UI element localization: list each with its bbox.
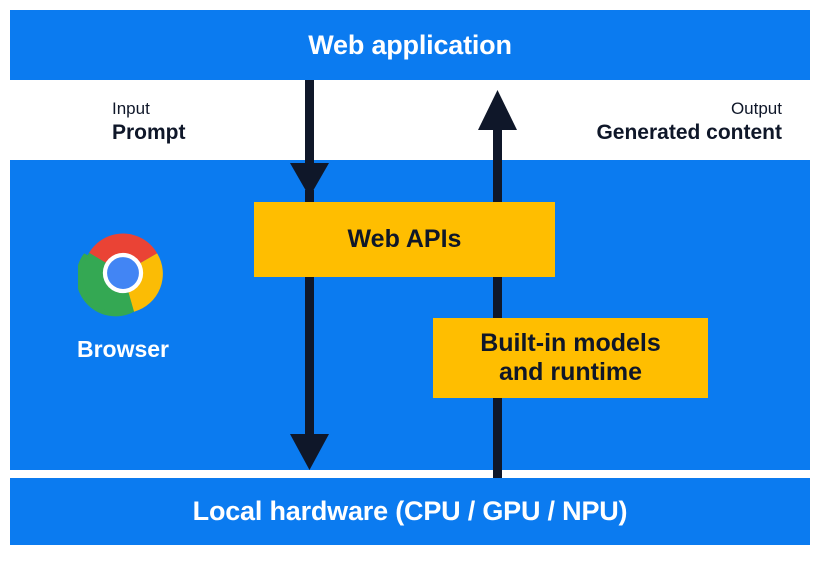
builtin-label-line-2: and runtime xyxy=(498,358,643,386)
flow-label-output: Output Generated content xyxy=(596,99,782,145)
box-web-apis[interactable]: Web APIs xyxy=(254,202,555,277)
web-apis-label: Web APIs xyxy=(347,224,462,253)
output-main: Generated content xyxy=(596,120,782,144)
input-main: Prompt xyxy=(112,120,186,144)
input-kicker: Input xyxy=(112,99,150,118)
chrome-logo-icon xyxy=(78,233,163,317)
layer-local-hardware: Local hardware (CPU / GPU / NPU) xyxy=(10,478,810,545)
box-built-in-models-and-runtime[interactable]: Built-in models and runtime xyxy=(433,318,708,398)
builtin-label-line-1: Built-in models xyxy=(480,328,661,357)
flow-label-input: Input Prompt xyxy=(112,99,186,145)
browser-label: Browser xyxy=(76,336,170,362)
layer-web-application: Web application xyxy=(10,10,810,80)
local-hardware-label: Local hardware (CPU / GPU / NPU) xyxy=(192,496,628,526)
web-application-label: Web application xyxy=(308,29,512,60)
output-kicker: Output xyxy=(730,99,782,118)
browser-block: Browser xyxy=(48,228,198,363)
